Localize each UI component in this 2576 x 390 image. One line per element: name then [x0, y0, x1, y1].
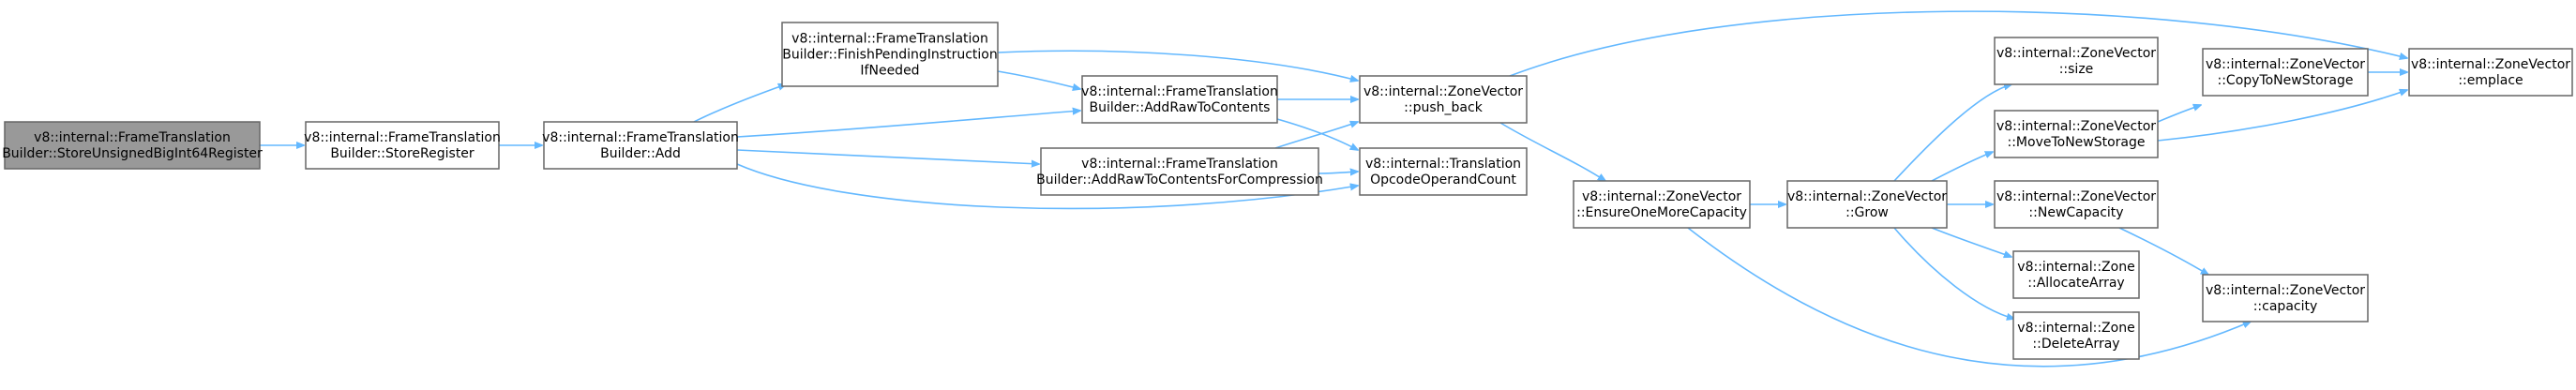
- edge-n2-to-n5: [736, 149, 1039, 164]
- edge-n2-to-n3: [693, 84, 786, 123]
- node-label-line: v8::internal::ZoneVector: [1996, 189, 2156, 204]
- node-label-line: ::emplace: [2458, 73, 2523, 88]
- node-label-line: Builder::AddRawToContentsForCompression: [1036, 172, 1323, 188]
- edge-n2-to-n7: [736, 163, 1358, 210]
- node-label-line: v8::internal::ZoneVector: [1582, 189, 1741, 204]
- node-label-line: v8::internal::ZoneVector: [1996, 119, 2156, 134]
- node-box: [1359, 147, 1528, 196]
- node-label-line: Builder::StoreRegister: [330, 146, 475, 161]
- node-box: [2012, 250, 2140, 299]
- node-label-line: v8::internal::FrameTranslation: [542, 130, 739, 145]
- graph-node-n16[interactable]: v8::internal::ZoneVector::emplace: [2408, 48, 2573, 97]
- edge-n9-to-n10: [1893, 84, 2011, 182]
- node-box: [1994, 180, 2159, 229]
- graph-node-n14[interactable]: v8::internal::Zone::DeleteArray: [2012, 311, 2140, 360]
- edge-n4-to-n7: [1276, 118, 1358, 150]
- node-label-line: IfNeeded: [860, 64, 919, 79]
- graph-node-n3[interactable]: v8::internal::FrameTranslationBuilder::F…: [781, 22, 999, 87]
- graph-node-n2[interactable]: v8::internal::FrameTranslationBuilder::A…: [542, 121, 739, 170]
- node-box: [4, 121, 261, 170]
- graph-node-n4[interactable]: v8::internal::FrameTranslationBuilder::A…: [1081, 75, 1278, 124]
- edge-n3-to-n6: [997, 50, 1358, 81]
- node-box: [2408, 48, 2573, 97]
- node-box: [2012, 311, 2140, 360]
- node-label-line: v8::internal::ZoneVector: [2206, 283, 2365, 298]
- graph-node-n7[interactable]: v8::internal::TranslationOpcodeOperandCo…: [1359, 147, 1528, 196]
- node-layer: v8::internal::FrameTranslationBuilder::S…: [2, 22, 2573, 360]
- edge-n5-to-n7: [1318, 172, 1358, 173]
- node-label-line: v8::internal::ZoneVector: [1996, 46, 2156, 61]
- edge-n6-to-n16: [1509, 10, 2407, 77]
- node-label-line: ::Grow: [1845, 205, 1889, 220]
- graph-node-n12[interactable]: v8::internal::ZoneVector::NewCapacity: [1994, 180, 2159, 229]
- node-label-line: v8::internal::ZoneVector: [2411, 57, 2570, 72]
- node-label-line: Builder::AddRawToContents: [1090, 100, 1271, 115]
- node-box: [1994, 37, 2159, 85]
- node-label-line: v8::internal::FrameTranslation: [1081, 84, 1278, 99]
- node-box: [1081, 75, 1278, 124]
- node-label-line: OpcodeOperandCount: [1370, 172, 1516, 188]
- graph-node-n17[interactable]: v8::internal::ZoneVector::capacity: [2202, 274, 2369, 322]
- graph-node-n5[interactable]: v8::internal::FrameTranslationBuilder::A…: [1036, 147, 1323, 196]
- graph-node-n6[interactable]: v8::internal::ZoneVector::push_back: [1359, 75, 1528, 124]
- node-box: [2202, 274, 2369, 322]
- node-label-line: v8::internal::Translation: [1365, 157, 1521, 172]
- node-box: [1994, 110, 2159, 158]
- edge-n3-to-n4: [997, 70, 1080, 89]
- edge-n12-to-n17: [2118, 227, 2208, 275]
- edge-n2-to-n4: [736, 111, 1080, 138]
- node-label-line: v8::internal::FrameTranslation: [791, 32, 988, 47]
- node-box: [2202, 48, 2369, 97]
- node-label-line: ::AllocateArray: [2027, 276, 2124, 291]
- graph-node-n11[interactable]: v8::internal::ZoneVector::MoveToNewStora…: [1994, 110, 2159, 158]
- graph-node-n10[interactable]: v8::internal::ZoneVector::size: [1994, 37, 2159, 85]
- node-label-line: ::CopyToNewStorage: [2218, 73, 2354, 88]
- node-label-line: ::size: [2059, 62, 2094, 77]
- edge-n5-to-n6: [1274, 122, 1358, 149]
- node-box: [1786, 180, 1948, 229]
- node-box: [781, 22, 999, 87]
- node-label-line: v8::internal::FrameTranslation: [1081, 157, 1278, 172]
- edge-n11-to-n15: [2157, 105, 2201, 123]
- node-label-line: Builder::StoreUnsignedBigInt64Register: [2, 146, 263, 161]
- edge-layer: [260, 10, 2407, 368]
- node-label-line: ::MoveToNewStorage: [2007, 135, 2145, 150]
- node-label-line: v8::internal::ZoneVector: [2206, 57, 2365, 72]
- node-label-line: v8::internal::Zone: [2017, 260, 2134, 275]
- graph-node-n9[interactable]: v8::internal::ZoneVector::Grow: [1786, 180, 1948, 229]
- node-box: [1359, 75, 1528, 124]
- edge-n9-to-n13: [1931, 227, 2011, 257]
- node-label-line: v8::internal::ZoneVector: [1787, 189, 1947, 204]
- node-label-line: ::DeleteArray: [2032, 337, 2119, 352]
- edge-n11-to-n16: [2157, 90, 2407, 142]
- node-label-line: Builder::FinishPendingInstruction: [782, 48, 997, 63]
- node-label-line: ::EnsureOneMoreCapacity: [1576, 205, 1747, 220]
- node-box: [543, 121, 738, 170]
- node-label-line: v8::internal::ZoneVector: [1363, 84, 1523, 99]
- edge-n6-to-n8: [1499, 122, 1605, 181]
- node-label-line: ::NewCapacity: [2028, 205, 2123, 220]
- graph-node-n1[interactable]: v8::internal::FrameTranslationBuilder::S…: [304, 121, 501, 170]
- graph-node-n0[interactable]: v8::internal::FrameTranslationBuilder::S…: [2, 121, 263, 170]
- node-label-line: v8::internal::FrameTranslation: [304, 130, 501, 145]
- node-label-line: ::push_back: [1404, 100, 1484, 115]
- node-label-line: v8::internal::Zone: [2017, 321, 2134, 336]
- node-box: [305, 121, 500, 170]
- node-box: [1040, 147, 1319, 196]
- edge-n9-to-n11: [1931, 152, 1993, 182]
- edge-n8-to-n17: [1687, 227, 2251, 368]
- node-label-line: Builder::Add: [600, 146, 681, 161]
- edge-n9-to-n14: [1893, 227, 2014, 319]
- graph-node-n13[interactable]: v8::internal::Zone::AllocateArray: [2012, 250, 2140, 299]
- node-label-line: v8::internal::FrameTranslation: [34, 130, 231, 145]
- node-box: [1573, 180, 1751, 229]
- graph-node-n15[interactable]: v8::internal::ZoneVector::CopyToNewStora…: [2202, 48, 2369, 97]
- node-label-line: ::capacity: [2253, 299, 2318, 314]
- graph-node-n8[interactable]: v8::internal::ZoneVector::EnsureOneMoreC…: [1573, 180, 1751, 229]
